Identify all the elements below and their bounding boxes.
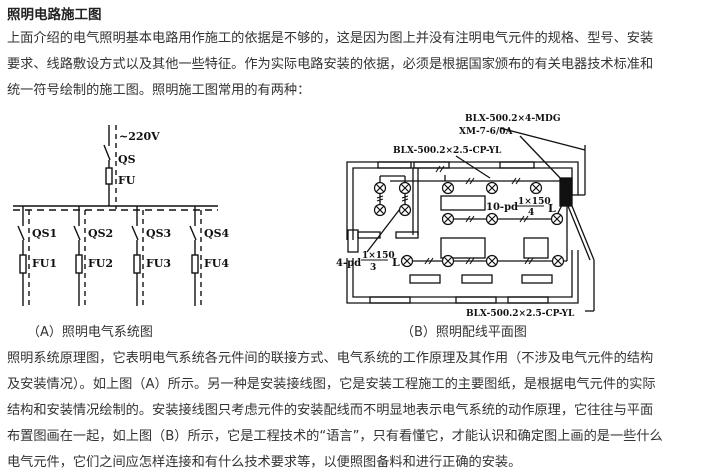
top-wire-label: BLX-500.2×2.5-CP-YL (393, 146, 502, 156)
intro-paragraph: 上面介绍的电气照明基本电路用作施工的依据是不够的，这是因为图上并没有注明电气元件… (7, 26, 653, 104)
article-title: 照明电路施工图 (7, 7, 102, 23)
main-fuse-label: FU (118, 174, 136, 187)
figure-a-system-diagram: ~220V QS FU (0, 110, 230, 330)
body-line: 照明系统原理图，它表明电气系统各元件间的联接方式、电气系统的工作原理及其作用（不… (7, 351, 654, 366)
lamp-icon (485, 254, 499, 268)
branch-switch-label: QS2 (88, 227, 113, 240)
right-group-denominator: 4 (528, 208, 534, 218)
lamp-icon (485, 212, 499, 226)
intro-line: 上面介绍的电气照明基本电路用作施工的依据是不够的，这是因为图上并没有注明电气元件… (7, 31, 654, 46)
intro-line: 统一符号绘制的施工图。照明施工图常用的有两种： (7, 83, 311, 98)
branch-fuse-label: FU3 (146, 257, 171, 270)
branch-switch-label: QS3 (146, 227, 171, 240)
lamp-icon (550, 212, 564, 226)
body-line: 结构和安装情况绘制的。安装接线图只考虑元件的安装配线而不明显地表示电气系统的动作… (7, 403, 654, 418)
body-paragraph: 照明系统原理图，它表明电气系统各元件间的联接方式、电气系统的工作原理及其作用（不… (7, 346, 663, 476)
body-line: 电气元件，它们之间应怎样连接和有什么技术要求等，以便照图备料和进行正确的安装。 (7, 455, 522, 470)
body-line: 及安装情况）。如上图（A）所示。另一种是安装接线图，它是安装工程施工的主要图纸，… (7, 377, 656, 392)
figure-b-caption: （B）照明配线平面图 (401, 325, 527, 340)
main-switch-label: QS (118, 153, 136, 166)
lamp-icon (373, 181, 387, 195)
right-group-prefix: 10-pd (486, 202, 518, 213)
branch-fuse-label: FU2 (88, 257, 113, 270)
lamp-icon (441, 181, 455, 195)
left-group-numerator: 1×150 (362, 251, 395, 261)
lamp-icon (441, 212, 455, 226)
branch-switch-label: QS4 (204, 227, 230, 240)
left-group-prefix: 4-pd (336, 258, 361, 269)
body-line: 布置图画在一起，如上图（B）所示，它是工程技术的“语言”，只有看懂它，才能认识和… (7, 429, 663, 444)
system-diagram-svg: ~220V QS FU (13, 125, 230, 306)
lamp-icon (400, 254, 414, 268)
left-group-suffix: L (392, 256, 400, 269)
right-group-numerator: 1×150 (518, 197, 551, 207)
lamp-icon (398, 203, 412, 217)
lamp-icon (373, 203, 387, 217)
branch-fuse-label: FU4 (204, 257, 229, 270)
lamp-icon (551, 254, 565, 268)
supply-voltage-label: ~220V (119, 130, 160, 143)
figure-a-caption: （A）照明电气系统图 (27, 325, 153, 340)
distribution-panel-label: XM-7-6/0A (459, 127, 513, 137)
lamp-icon (529, 181, 543, 195)
lamp-icon (441, 254, 455, 268)
right-group-suffix: L (548, 202, 556, 215)
intro-line: 要求、线路敷设方式以及其他一些特征。作为实际电路安装的依据，必须是根据国家颁布的… (7, 57, 654, 72)
incoming-cable-label: BLX-500.2×4-MDG (465, 114, 561, 124)
branch-switch-label: QS1 (32, 227, 57, 240)
floor-plan-svg: BLX-500.2×4-MDG XM-7-6/0A BLX-500.2×2.5-… (336, 114, 595, 319)
figure-b-floor-plan: BLX-500.2×4-MDG XM-7-6/0A BLX-500.2×2.5-… (330, 105, 600, 325)
branch-fuse-label: FU1 (32, 257, 57, 270)
svg-text:~220V: ~220V (119, 130, 160, 143)
left-group-denominator: 3 (370, 263, 376, 273)
lamp-icon (485, 181, 499, 195)
bottom-wire-label: BLX-500.2×2.5-CP-YL (466, 309, 575, 319)
lamp-icon (398, 181, 412, 195)
